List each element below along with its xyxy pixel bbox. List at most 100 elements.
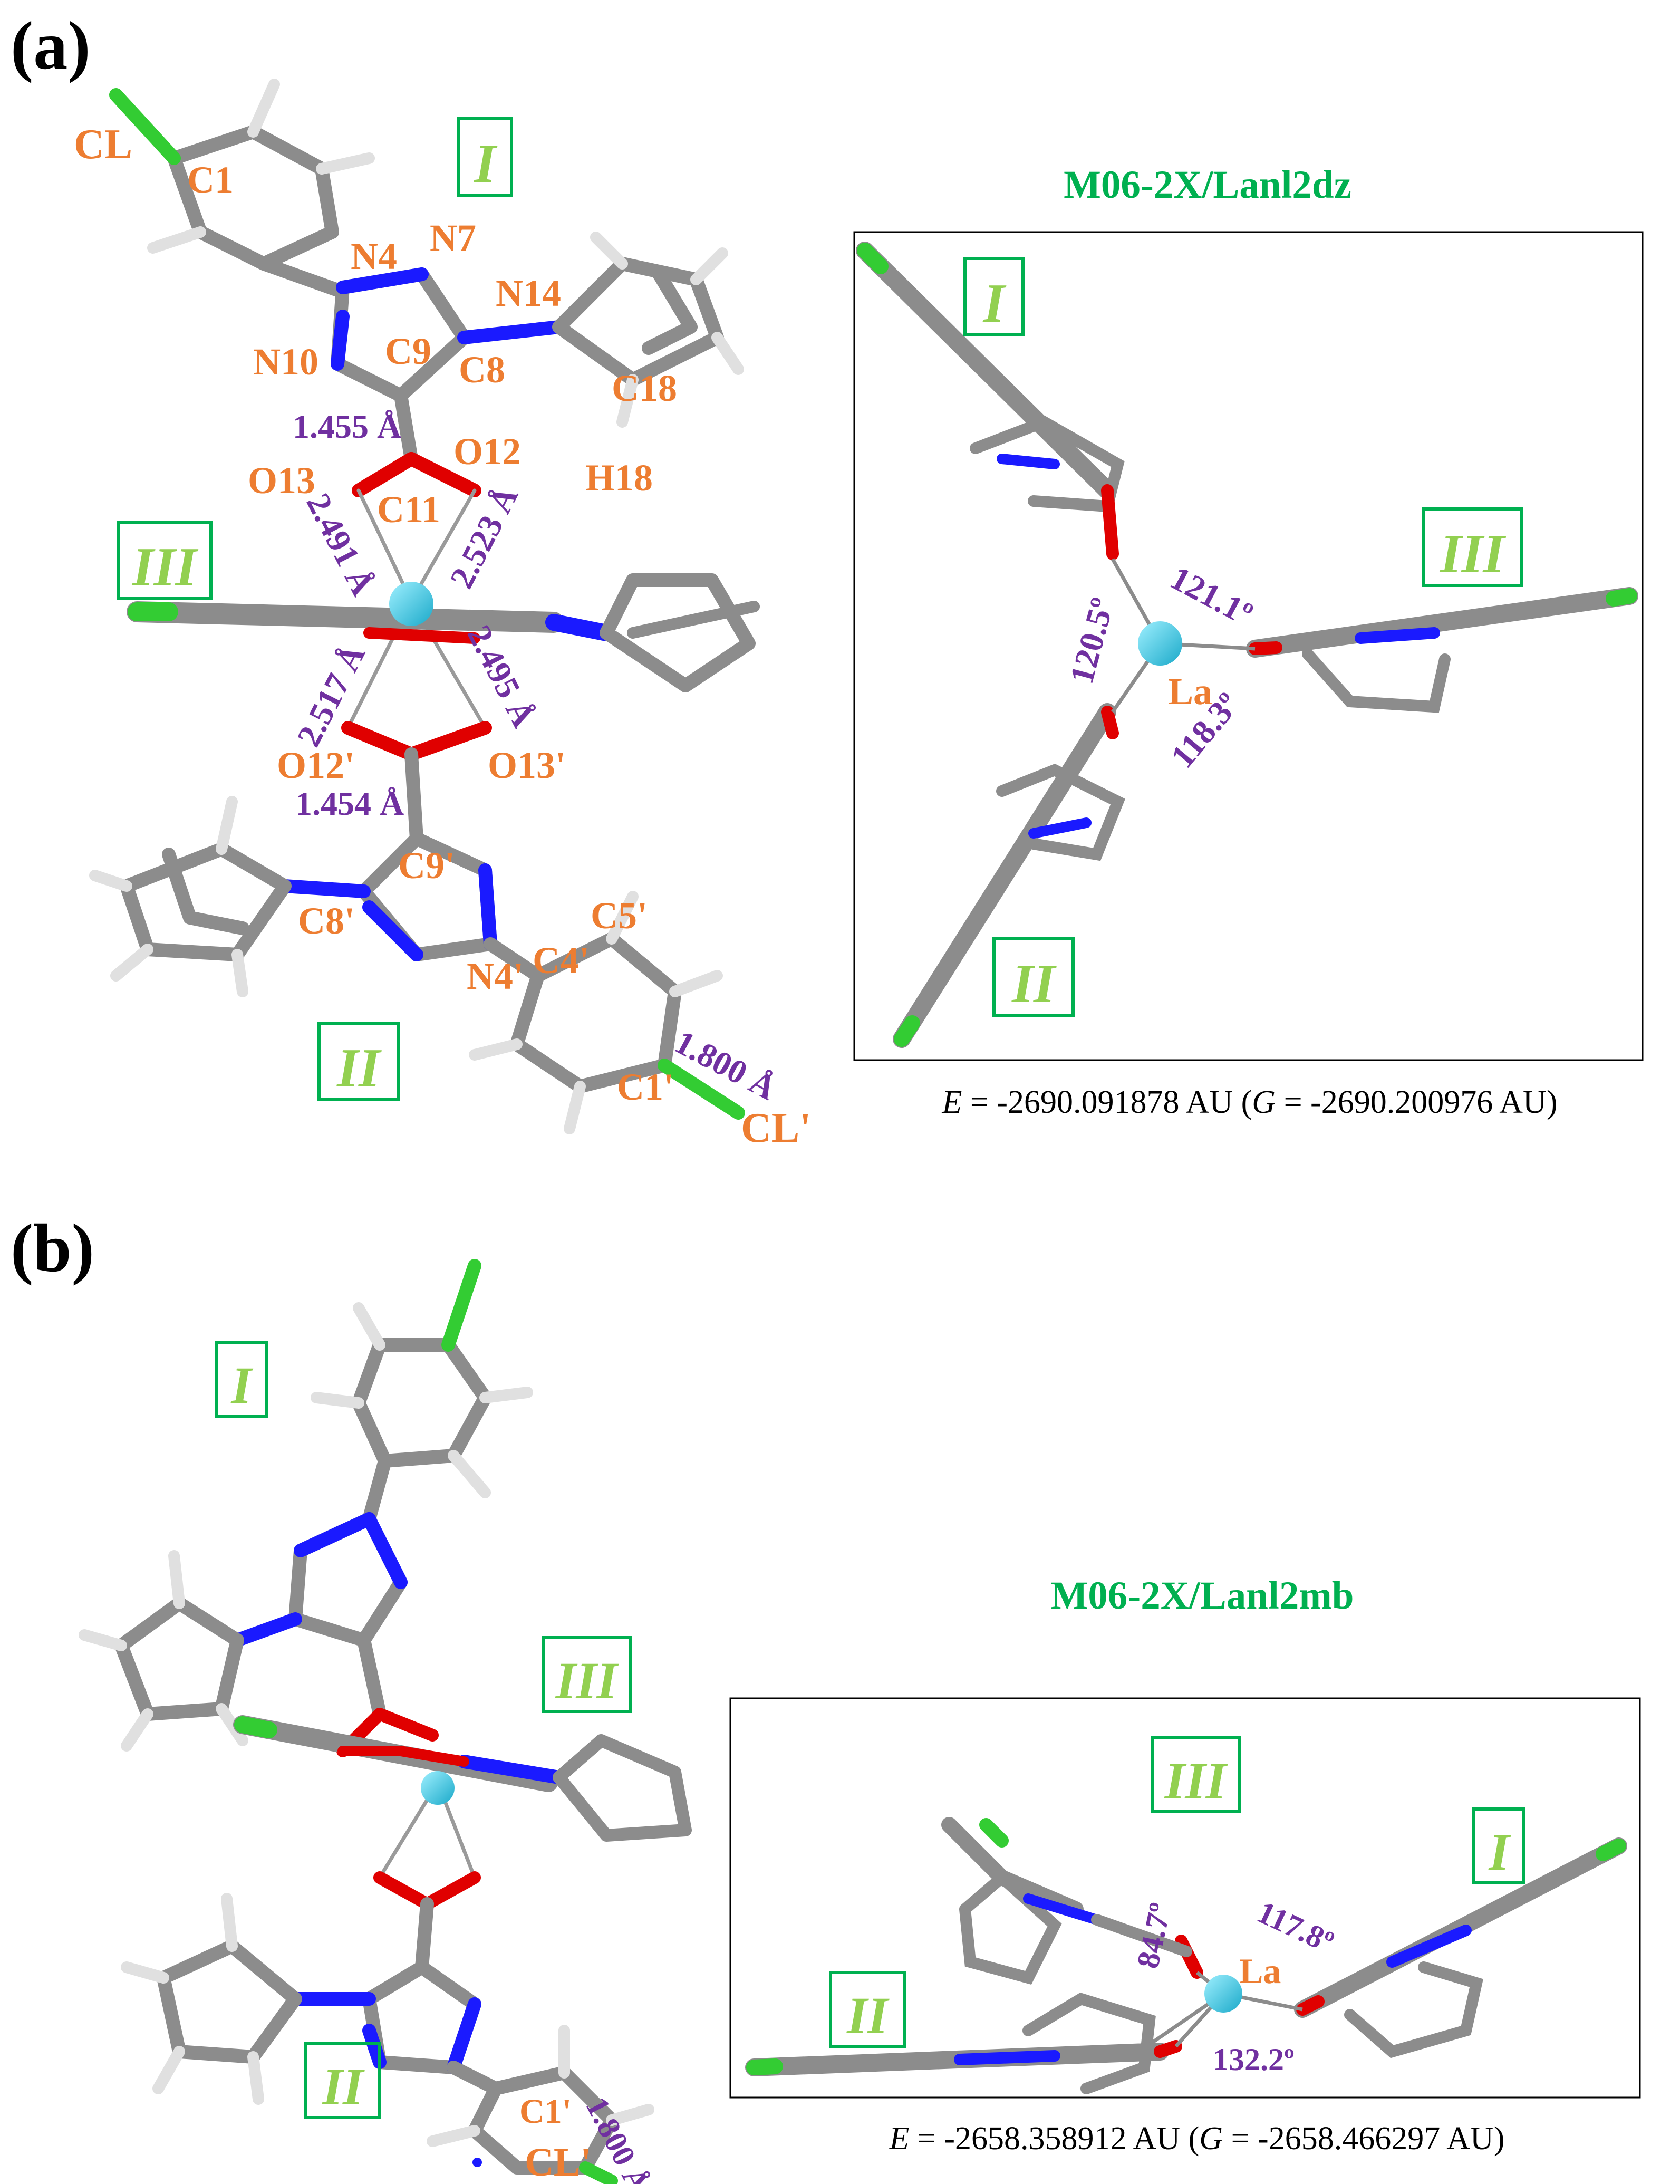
inset-label-II-b: II xyxy=(846,1986,890,2045)
ligand-box-II-a xyxy=(317,1022,400,1101)
atom-label-o13: O13 xyxy=(248,459,315,502)
inset-top-view-a: La I II III 121.1º 120.5º 118.3º xyxy=(853,231,1644,1061)
pyrrolidine-ring-upper-b xyxy=(114,1596,244,1721)
gibbs-value-a: = -2690.200976 AU) xyxy=(1276,1084,1557,1120)
metal-label-b: La xyxy=(1239,1951,1281,1991)
atom-label-c5-prime: C5' xyxy=(591,894,648,937)
atom-label-c1-prime: C1' xyxy=(617,1066,674,1108)
gibbs-symbol-b: G xyxy=(1199,2121,1223,2157)
ligand-label-I-a: I xyxy=(474,132,498,194)
inset-ligand-III-a xyxy=(1246,587,1638,713)
hydrogens-pyrrolidine-upper-b xyxy=(79,1550,248,1752)
panel-letter-a: (a) xyxy=(11,8,91,84)
inset-frame-b xyxy=(729,1697,1641,2099)
inset-top-view-b: La I II III 117.8º 84.7º 132.2º xyxy=(729,1697,1641,2099)
energy-value-b: = -2658.358912 AU ( xyxy=(909,2121,1199,2157)
atom-label-n4-prime: N4' xyxy=(467,955,524,997)
atom-labels-a: CL C1 N4 N7 N14 N10 C9 C8 C18 O13 C11 O1… xyxy=(74,121,811,1151)
atom-label-cl-prime: CL' xyxy=(741,1105,811,1151)
pyrrolidine-ring-upper xyxy=(552,257,724,387)
inset-ligand-III-b xyxy=(941,1817,1203,1985)
bond-length-c9-prime-c11-prime: 1.454 Å xyxy=(295,785,404,822)
panel-letter-b: (b) xyxy=(11,1210,94,1286)
inset-box-I-b xyxy=(1472,1807,1525,1884)
atom-label-n10: N10 xyxy=(253,341,318,383)
c-cl-bond-lower xyxy=(658,1059,745,1120)
lanthanum-atom-b-inset xyxy=(1204,1975,1242,2013)
molecule-a-side-view xyxy=(89,79,760,1134)
triazole-ring-lower xyxy=(357,832,497,961)
ligand-box-I-a xyxy=(457,117,513,197)
atom-label-n7: N7 xyxy=(430,217,476,259)
inset-frame-a xyxy=(853,231,1644,1061)
atom-label-n4: N4 xyxy=(351,235,397,277)
bond-length-c9-c11: 1.455 Å xyxy=(293,408,401,445)
triazole-ring-lower-b xyxy=(362,1960,481,2074)
atom-label-cl-prime-b: CL' xyxy=(525,2140,592,2184)
pyrrolidine-ring-lower xyxy=(120,842,292,961)
atom-label-c8: C8 xyxy=(459,349,505,391)
inset-label-III-a: III xyxy=(1439,523,1507,584)
inset-label-III-b: III xyxy=(1164,1752,1228,1810)
atom-label-c1-prime-b: C1' xyxy=(519,2092,572,2131)
lanthanum-atom-b-side xyxy=(421,1771,455,1805)
hydrogens-pyrrolidine-lower-b xyxy=(121,1893,264,2105)
energy-line-b: E = -2658.358912 AU (G = -2658.466297 AU… xyxy=(889,2121,1505,2157)
method-label-b: M06-2X/Lanl2mb xyxy=(1050,1574,1354,1618)
method-label-a: M06-2X/Lanl2dz xyxy=(1064,163,1351,207)
energy-value-a: = -2690.091878 AU ( xyxy=(962,1084,1252,1120)
molecule-b-side-view xyxy=(79,1259,692,2184)
energy-line-a: E = -2690.091878 AU (G = -2690.200976 AU… xyxy=(942,1084,1558,1120)
inset-ligand-II-a xyxy=(893,703,1125,1048)
gibbs-symbol-a: G xyxy=(1252,1084,1276,1120)
bond-length-c-cl-prime: 1.800 Å xyxy=(669,1023,782,1108)
gibbs-value-b: = -2658.466297 AU) xyxy=(1223,2121,1504,2157)
atom-label-o12-prime: O12' xyxy=(277,744,355,786)
hydrogens-lower-ring xyxy=(469,891,723,1134)
ligand-box-II-b xyxy=(304,2042,381,2119)
energy-symbol-a: E xyxy=(942,1084,962,1120)
triazole-ring-upper xyxy=(331,267,471,402)
ligand-box-III-a xyxy=(117,521,213,600)
atom-label-c1: C1 xyxy=(187,159,234,201)
metal-label-a: La xyxy=(1168,670,1212,713)
ligand-III-b xyxy=(233,1715,692,1842)
inset-box-III-b xyxy=(1151,1736,1241,1813)
inset-ligand-I-a xyxy=(856,242,1125,560)
atom-label-c18: C18 xyxy=(612,367,677,409)
angle-label-b-2: 84.7º xyxy=(1130,1900,1178,1971)
angle-label-a-2: 120.5º xyxy=(1063,594,1121,688)
lanthanum-atom-a-side xyxy=(389,582,433,626)
energy-symbol-b: E xyxy=(889,2121,910,2157)
atom-label-c4-prime: C4' xyxy=(533,939,590,982)
ligand-label-II-a: II xyxy=(336,1037,382,1099)
pyrrolidine-ring-lower-b xyxy=(157,1939,302,2064)
ligand-label-I-b: I xyxy=(231,1356,254,1415)
inset-box-II-b xyxy=(829,1971,906,2048)
inset-label-I-b: I xyxy=(1489,1823,1511,1881)
inset-box-III-a xyxy=(1422,507,1523,587)
panel-a: (a) xyxy=(11,8,1644,1151)
angle-label-b-1: 117.8º xyxy=(1252,1894,1339,1960)
triazole-ring-upper-b xyxy=(288,1512,408,1647)
inset-box-I-a xyxy=(963,257,1025,336)
atom-label-c9-prime: C9' xyxy=(398,844,455,887)
inset-label-I-a: I xyxy=(982,272,1007,334)
inset-ligand-II-b xyxy=(745,1993,1182,2094)
inset-box-II-a xyxy=(992,937,1075,1017)
atom-label-o13-prime: O13' xyxy=(488,744,566,786)
atom-label-cl: CL xyxy=(74,121,132,168)
hydrogens-lower-ring-b xyxy=(427,2025,654,2147)
ligand-label-II-b: II xyxy=(322,2057,365,2116)
ligand-III-edge-on xyxy=(127,573,760,692)
panel-b: (b) xyxy=(11,1210,1641,2184)
ligand-box-I-b xyxy=(215,1341,268,1418)
hydrogens-pyrrolidine-lower xyxy=(89,796,248,997)
hydrogens-upper-ring-b xyxy=(311,1302,533,1498)
hydrogens-upper-ring xyxy=(147,79,375,254)
chlorophenyl-ring-upper-b xyxy=(352,1338,492,1468)
bond-length-la-o12: 2.523 Å xyxy=(442,480,525,594)
atom-label-c9: C9 xyxy=(385,330,431,372)
inset-label-II-a: II xyxy=(1011,953,1057,1014)
hydrogens-pyrrolidine-upper xyxy=(590,232,744,428)
